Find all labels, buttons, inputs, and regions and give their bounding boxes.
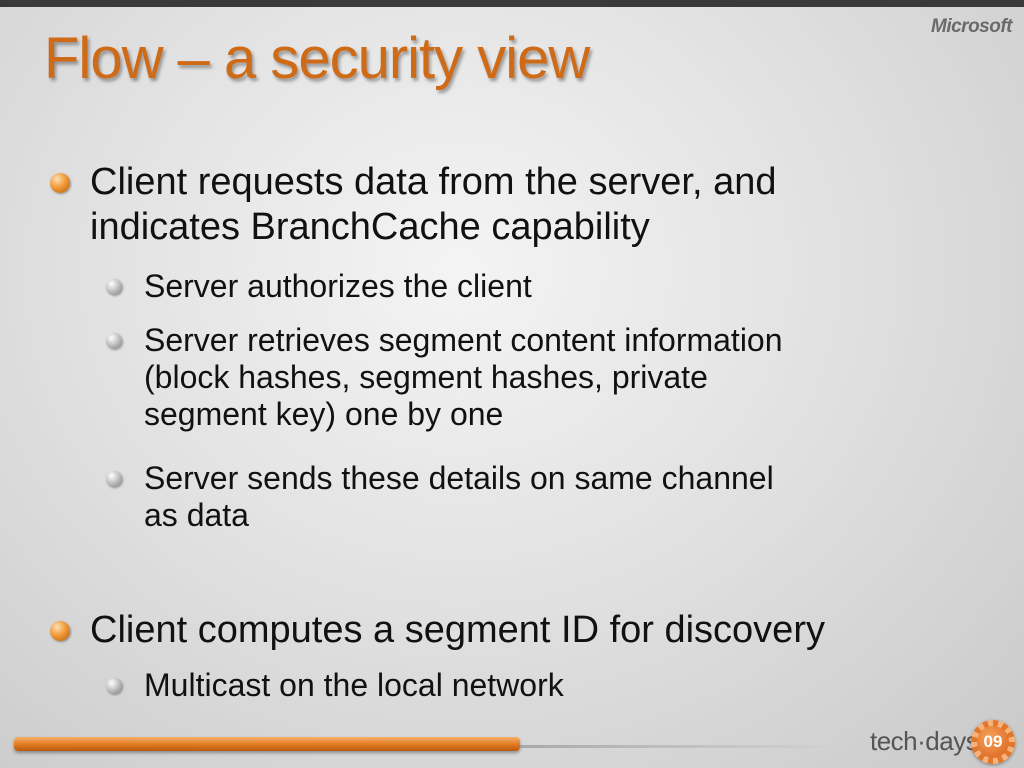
bullet-level1: Client computes a segment ID for discove… xyxy=(50,608,825,653)
bullet-text: Client computes a segment ID for discove… xyxy=(90,608,825,653)
bullet-line: segment key) one by one xyxy=(144,396,504,432)
bullet-line: indicates BranchCache capability xyxy=(90,206,650,248)
orange-sphere-bullet-icon xyxy=(50,173,70,193)
bullet-text: Server sends these details on same chann… xyxy=(144,460,774,534)
bullet-line: (block hashes, segment hashes, private xyxy=(144,359,708,395)
bullet-level2: Multicast on the local network xyxy=(106,667,564,704)
bullet-text: Multicast on the local network xyxy=(144,667,564,704)
bullet-line: Client requests data from the server, an… xyxy=(90,161,777,203)
footer-orange-bar xyxy=(14,737,520,751)
bullet-level1: Client requests data from the server, an… xyxy=(50,160,776,250)
bullet-line: Server retrieves segment content informa… xyxy=(144,322,783,358)
slide-title: Flow – a security view xyxy=(44,26,590,91)
top-bar xyxy=(0,0,1024,7)
bullet-line: as data xyxy=(144,497,249,533)
bullet-line: Server sends these details on same chann… xyxy=(144,460,774,496)
gray-sphere-bullet-icon xyxy=(106,471,122,487)
bullet-text: Server authorizes the client xyxy=(144,268,532,305)
gray-sphere-bullet-icon xyxy=(106,333,122,349)
techdays-logo-text: tech·days xyxy=(870,726,979,756)
bullet-text: Server retrieves segment content informa… xyxy=(144,322,783,433)
gray-sphere-bullet-icon xyxy=(106,279,122,295)
techdays-badge-icon: 09 xyxy=(971,720,1015,764)
bullet-level2: Server authorizes the client xyxy=(106,268,532,305)
badge-label: 09 xyxy=(977,726,1009,758)
bullet-level2: Server retrieves segment content informa… xyxy=(106,322,783,433)
bullet-level2: Server sends these details on same chann… xyxy=(106,460,774,534)
bullet-line: Client computes a segment ID for discove… xyxy=(90,609,825,651)
bullet-line: Multicast on the local network xyxy=(144,667,564,703)
gray-sphere-bullet-icon xyxy=(106,678,122,694)
bullet-text: Client requests data from the server, an… xyxy=(90,160,776,250)
orange-sphere-bullet-icon xyxy=(50,621,70,641)
footer-divider xyxy=(520,745,840,748)
microsoft-logo: Microsoft xyxy=(931,16,1013,37)
bullet-line: Server authorizes the client xyxy=(144,268,532,304)
